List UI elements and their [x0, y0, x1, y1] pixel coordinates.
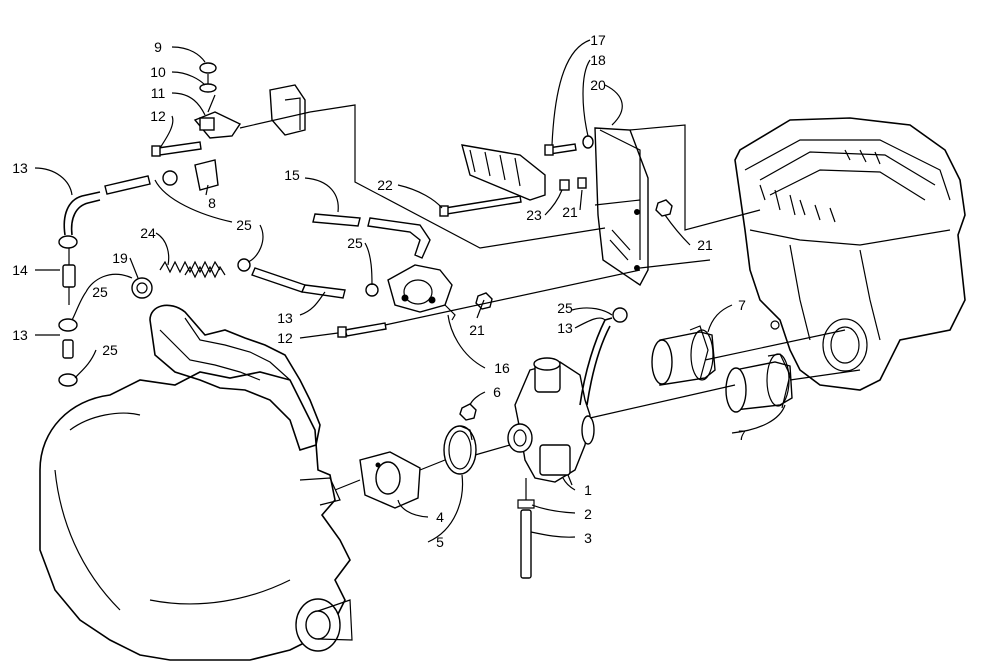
callout-7: 7: [738, 297, 746, 313]
airbox: [734, 117, 966, 391]
callout-24: 24: [140, 225, 156, 241]
fuel-lines: [58, 159, 628, 406]
callout-12: 12: [150, 108, 166, 124]
intake-boots: [651, 325, 793, 413]
callout-13: 13: [12, 327, 28, 343]
callout-3: 3: [584, 530, 592, 546]
callout-25: 25: [347, 235, 363, 251]
carb-clamp: [443, 425, 477, 475]
callout-25: 25: [92, 284, 108, 300]
callout-14: 14: [12, 262, 28, 278]
callout-25: 25: [557, 300, 573, 316]
mounting-bracket: [439, 127, 649, 287]
engine-block: [39, 304, 353, 661]
choke-lever: [151, 62, 306, 157]
callout-12: 12: [277, 330, 293, 346]
callout-6: 6: [493, 384, 501, 400]
hex-nut-6: [459, 403, 477, 421]
alignment-lines: [207, 74, 861, 500]
callout-5: 5: [436, 534, 444, 550]
drain-tube: [517, 499, 535, 579]
leader-lines: [34, 39, 786, 543]
callout-25: 25: [236, 217, 252, 233]
callout-8: 8: [208, 195, 216, 211]
callout-21: 21: [469, 322, 485, 338]
fuel-pump: [387, 264, 456, 321]
callout-15: 15: [284, 167, 300, 183]
callout-13: 13: [12, 160, 28, 176]
callout-4: 4: [436, 509, 444, 525]
callout-21: 21: [562, 204, 578, 220]
callout-20: 20: [590, 77, 606, 93]
callout-17: 17: [590, 32, 606, 48]
intake-flange: [359, 451, 421, 509]
callout-18: 18: [590, 52, 606, 68]
callout-19: 19: [112, 250, 128, 266]
callout-2: 2: [584, 506, 592, 522]
callout-21: 21: [697, 237, 713, 253]
callout-25: 25: [102, 342, 118, 358]
callout-13: 13: [277, 310, 293, 326]
callout-7: 7: [738, 427, 746, 443]
callout-13: 13: [557, 320, 573, 336]
callout-9: 9: [154, 39, 162, 55]
callout-10: 10: [150, 64, 166, 80]
callout-22: 22: [377, 177, 393, 193]
callout-23: 23: [526, 207, 542, 223]
callout-16: 16: [494, 360, 510, 376]
callout-11: 11: [150, 85, 166, 101]
carburetor: [507, 357, 595, 486]
callout-1: 1: [584, 482, 592, 498]
